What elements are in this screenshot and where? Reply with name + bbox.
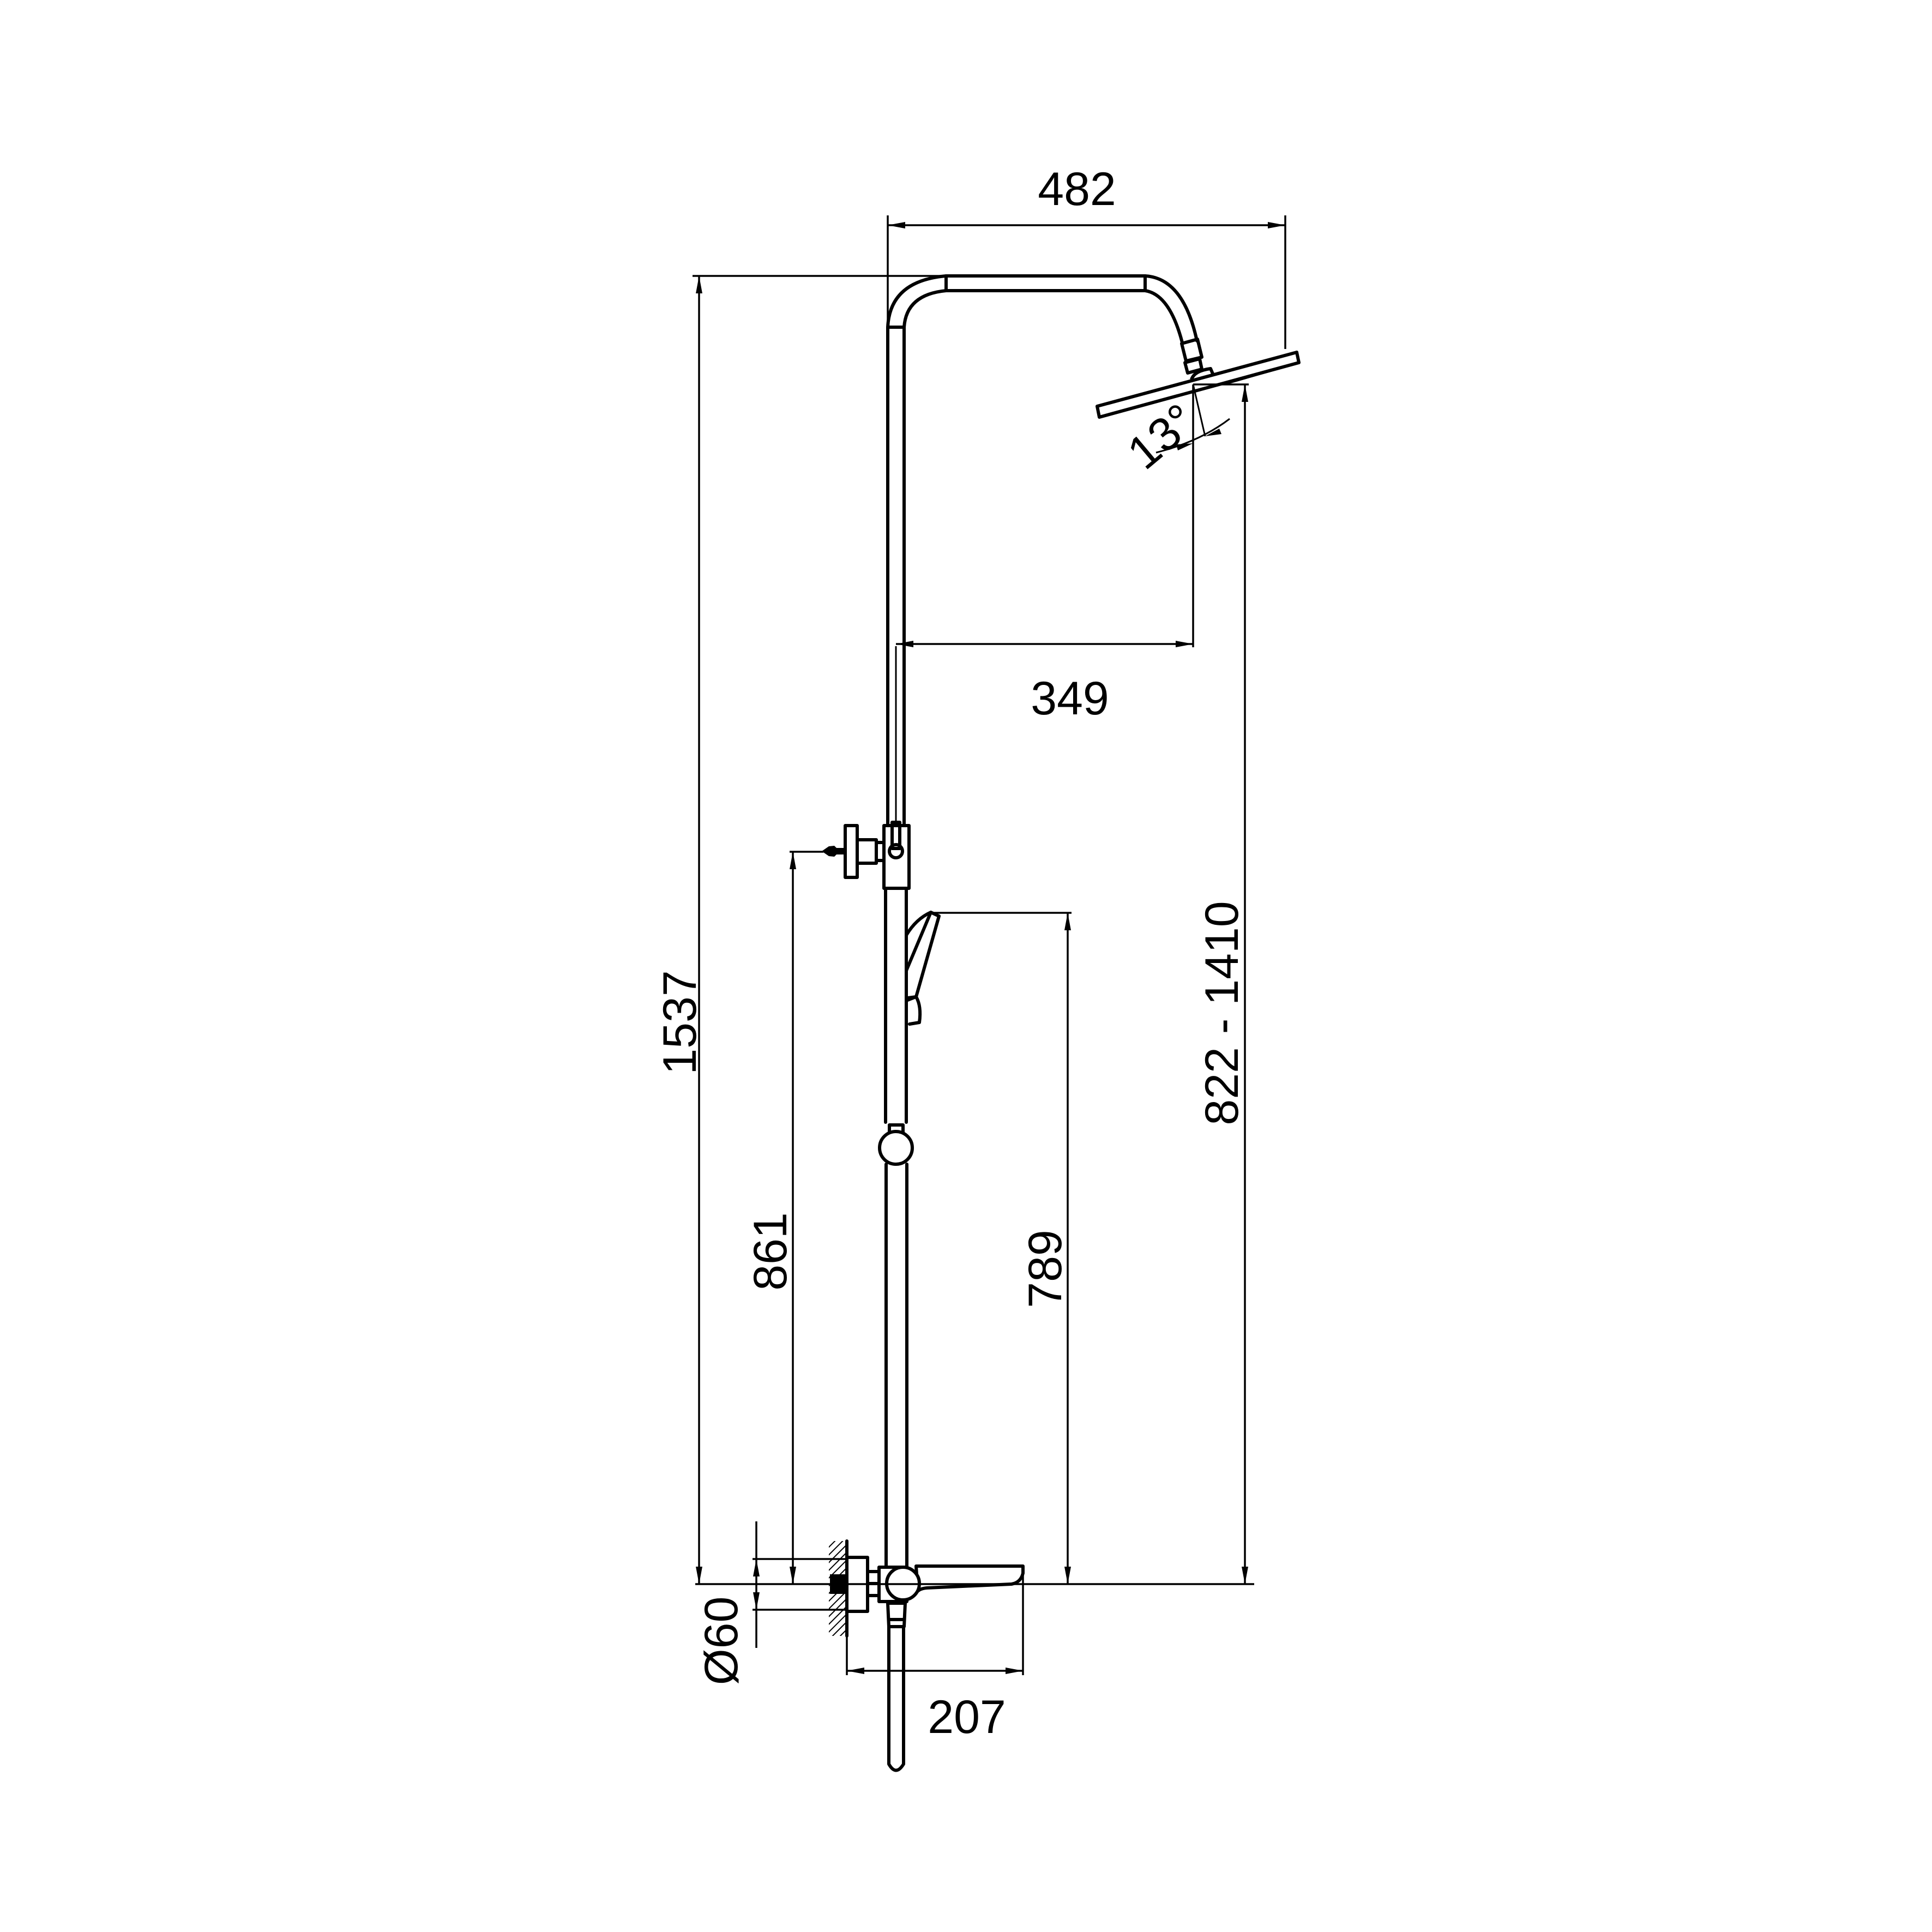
wall-bracket — [822, 821, 911, 890]
hose — [887, 1625, 905, 1772]
dim-flange-diameter: Ø60 — [695, 1521, 847, 1685]
riser-pipe — [886, 274, 948, 827]
dimensions: 482 349 13° 1537 — [654, 163, 1286, 1743]
dim-head-projection: 349 — [896, 384, 1194, 725]
dim-label-1537: 1537 — [654, 970, 706, 1074]
dim-head-height-range: 822 - 1410 — [1193, 383, 1249, 1584]
dim-label-482: 482 — [1038, 163, 1116, 215]
slider-knob — [878, 1123, 914, 1166]
dim-label-207: 207 — [928, 1691, 1006, 1743]
dim-label-822-1410: 822 - 1410 — [1196, 901, 1248, 1125]
dim-label-d60: Ø60 — [695, 1597, 748, 1686]
shower-arm — [944, 274, 1203, 375]
lower-riser — [884, 887, 908, 1569]
dim-label-349: 349 — [1031, 672, 1109, 725]
wall-section — [829, 1539, 848, 1638]
dim-label-861: 861 — [744, 1212, 797, 1291]
hand-shower — [905, 911, 941, 1026]
dim-total-height: 1537 — [654, 275, 946, 1584]
dim-hand-shower-height: 789 — [931, 912, 1072, 1584]
dim-spout-projection: 207 — [846, 1570, 1024, 1743]
dim-wall-bracket-height: 861 — [744, 851, 823, 1584]
dim-overall-width: 482 — [887, 163, 1286, 349]
thermostatic-mixer — [845, 1556, 1025, 1628]
dim-label-789: 789 — [1019, 1230, 1072, 1308]
